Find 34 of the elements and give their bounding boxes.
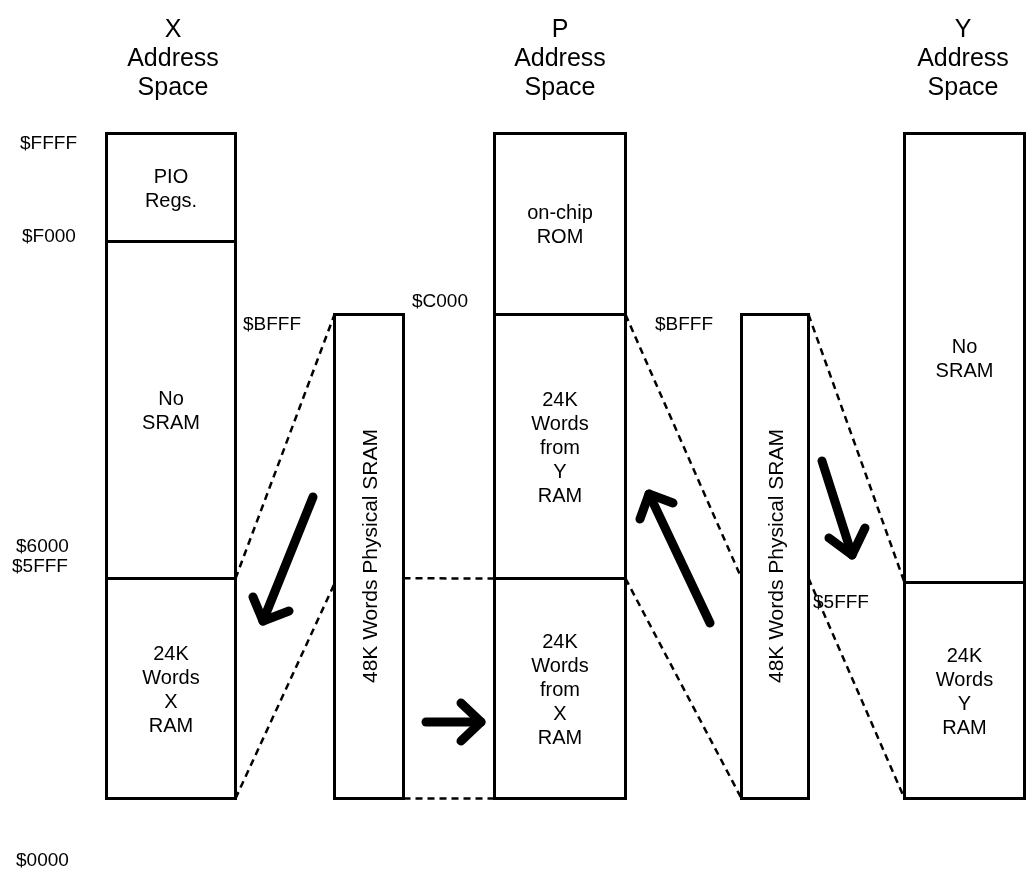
segment-label: 24K Words X RAM [142, 640, 200, 737]
column-heading: Y Address Space [917, 14, 1009, 101]
address-label: $BFFF [655, 314, 714, 333]
segment-label: 24K Words Y RAM [935, 642, 994, 739]
segment-label: No SRAM [142, 386, 200, 434]
address-label: $5FFF [813, 592, 869, 611]
segment-label: on-chip ROM [526, 200, 594, 248]
address-label: $C000 [412, 291, 468, 310]
dashed-connector [403, 797, 495, 800]
memory-segment [903, 581, 1026, 800]
address-label: $FFFF [20, 133, 77, 152]
memory-segment [493, 313, 627, 580]
sram-bar [333, 313, 405, 800]
address-label: $0000 [16, 850, 69, 869]
segment-label: 24K Words from Y RAM [531, 386, 589, 507]
memory-segment [105, 132, 237, 243]
segment-label: No SRAM [935, 334, 994, 382]
address-label: $BFFF [243, 314, 302, 333]
memory-segment [903, 132, 1026, 584]
memory-segment [493, 577, 627, 800]
sram-bar [740, 313, 810, 800]
memory-segment [493, 132, 627, 316]
column-heading: X Address Space [127, 14, 219, 101]
address-label: $F000 [22, 226, 76, 245]
segment-label: 48K Words Physical SRAM [358, 429, 380, 684]
address-label: $5FFF [12, 556, 68, 575]
column-heading: P Address Space [514, 14, 606, 101]
memory-segment [105, 577, 237, 800]
address-label: $6000 [16, 536, 69, 555]
segment-label: 24K Words from X RAM [531, 628, 589, 749]
segment-label: 48K Words Physical SRAM [764, 429, 786, 684]
dashed-connector [403, 577, 495, 580]
segment-label: PIO Regs. [144, 163, 198, 212]
memory-segment [105, 240, 237, 580]
